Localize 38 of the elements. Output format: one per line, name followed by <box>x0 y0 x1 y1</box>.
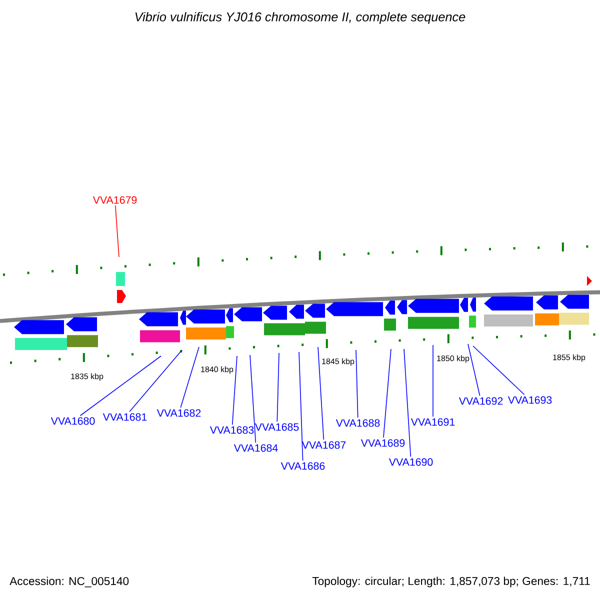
summary-text: Topology: circular; Length: 1,857,073 bp; Genes: 1,711 <box>312 576 590 588</box>
scale-label: 1845 kbp <box>322 358 354 366</box>
gene-label: VVA1683 <box>210 426 254 434</box>
gene-label: VVA1688 <box>336 419 380 427</box>
leader-line <box>114 204 120 258</box>
leader-line <box>180 346 200 408</box>
leader-line <box>472 346 525 396</box>
gene-label: VVA1689 <box>360 439 405 447</box>
leader-line <box>432 344 434 418</box>
scale-label: 1835 kbp <box>71 373 104 381</box>
leader-line <box>276 352 280 422</box>
gene-label: VVA1679 <box>92 196 137 204</box>
leader-line <box>404 348 412 458</box>
leader-line <box>250 354 256 444</box>
gene-label: VVA1686 <box>280 462 325 470</box>
gene-label: VVA1693 <box>508 396 552 404</box>
title: Vibrio vulnificus YJ016 chromosome II, complete sequence <box>135 12 466 24</box>
gene-label: VVA1685 <box>254 423 299 431</box>
leader-line <box>129 350 182 412</box>
leader-line <box>298 352 304 462</box>
scale-label: 1855 kbp <box>553 354 586 362</box>
gene-label: VVA1681 <box>102 413 147 421</box>
leader-line <box>318 346 324 440</box>
gene-label: VVA1682 <box>156 409 201 417</box>
leader-line <box>232 356 238 426</box>
scale-label: 1850 kbp <box>437 355 470 363</box>
leader-line <box>356 350 358 418</box>
leader-line <box>468 344 480 396</box>
leader-line <box>383 348 392 438</box>
scale-label: 1840 kbp <box>201 366 234 374</box>
gene-label: VVA1687 <box>302 441 346 449</box>
gene-label: VVA1684 <box>234 444 278 452</box>
gene-label: VVA1691 <box>410 418 455 426</box>
gene-label: VVA1680 <box>50 417 95 425</box>
accession-text: Accession: NC_005140 <box>10 576 129 588</box>
gene-label: VVA1692 <box>458 397 503 405</box>
leader-line <box>80 356 162 416</box>
gene-label: VVA1690 <box>388 458 433 466</box>
